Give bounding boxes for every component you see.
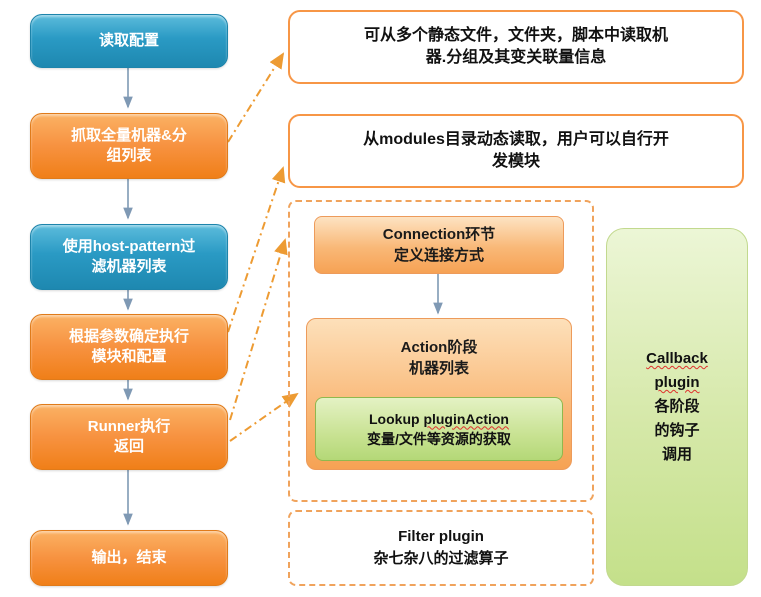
flow-step-runner: Runner执行 返回 [30, 404, 228, 470]
lookup-title-word: pluginAction [423, 410, 509, 427]
lookup-plugin-box: Lookup pluginAction 变量/文件等资源的获取 [315, 397, 563, 461]
flow-step-params-module: 根据参数确定执行 模块和配置 [30, 314, 228, 380]
flow-step-host-pattern: 使用host-pattern过 滤机器列表 [30, 224, 228, 290]
lookup-desc: 变量/文件等资源的获取 [367, 431, 511, 447]
callback-desc: 各阶段 的钩子 调用 [654, 398, 700, 463]
plugin-panel [288, 200, 594, 502]
flow-step-read-config: 读取配置 [30, 14, 228, 68]
flow-step-fetch-hosts: 抓取全量机器&分 组列表 [30, 113, 228, 179]
callback-word-2: plugin [654, 374, 700, 391]
lookup-title: Lookup pluginAction [369, 409, 509, 429]
callback-plugin-box: Callback plugin 各阶段 的钩子 调用 [606, 228, 748, 586]
lookup-title-prefix: Lookup [369, 410, 424, 427]
action-box: Action阶段 机器列表 Lookup pluginAction 变量/文件等… [306, 318, 572, 470]
callout-static-files: 可从多个静态文件，文件夹，脚本中读取机 器.分组及其变关联量信息 [288, 10, 744, 84]
connector-fetch-to-static-files [227, 52, 285, 143]
flow-step-output-end: 输出，结束 [30, 530, 228, 586]
filter-plugin-box: Filter plugin 杂七杂八的过滤算子 [288, 510, 594, 586]
connector-params-to-modules [227, 166, 286, 333]
filter-desc: 杂七杂八的过滤算子 [373, 550, 509, 567]
action-label: Action阶段 机器列表 [400, 339, 478, 377]
connector-runner-to-panel [229, 238, 288, 421]
connector-runner-to-action [229, 392, 299, 442]
connection-box: Connection环节 定义连接方式 [314, 216, 564, 274]
callback-word-1: Callback [646, 350, 708, 367]
callout-modules: 从modules目录动态读取，用户可以自行开 发模块 [288, 114, 744, 188]
filter-title: Filter plugin [398, 527, 484, 545]
